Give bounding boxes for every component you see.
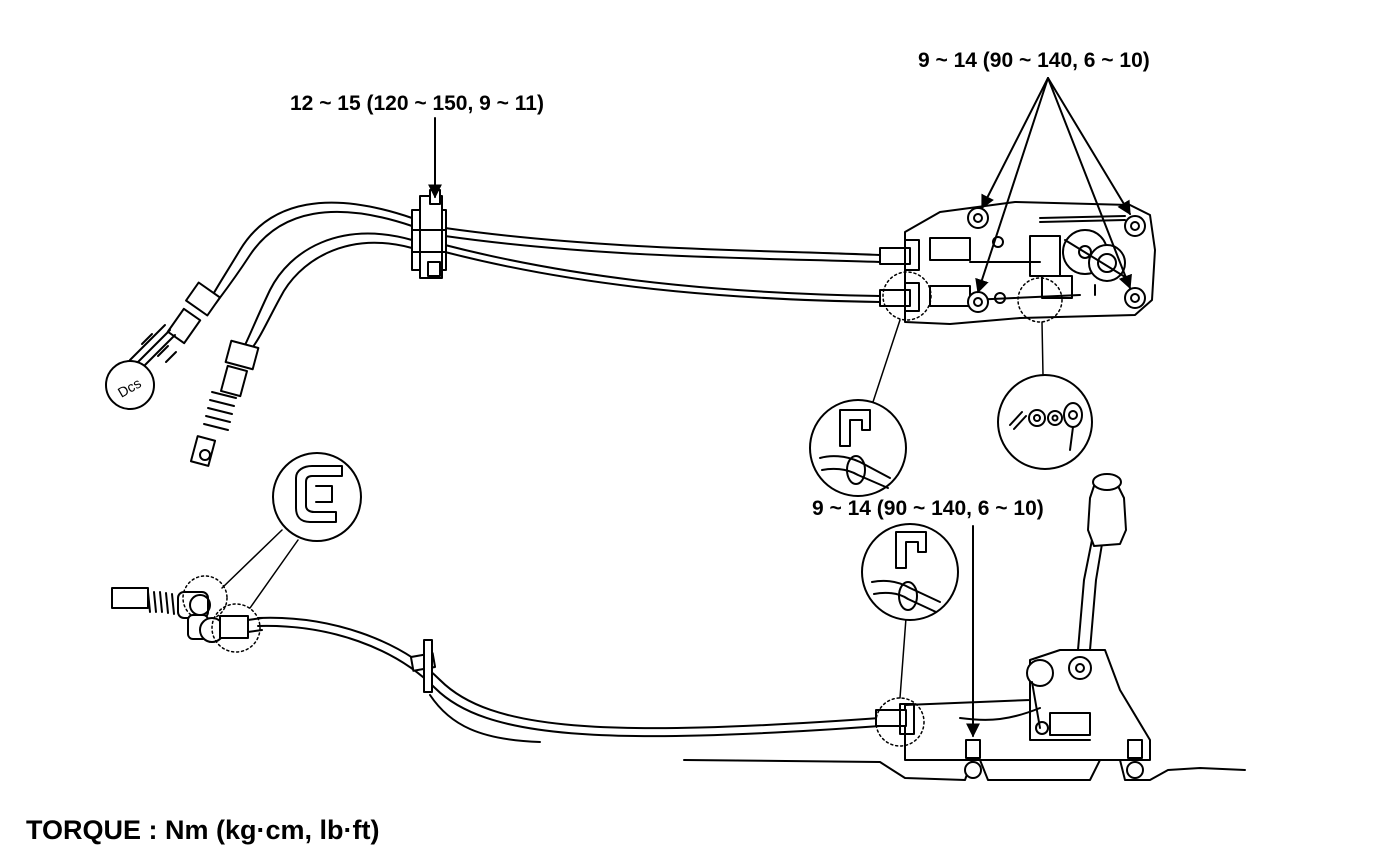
upper-housing-bolt-2 bbox=[1124, 215, 1146, 237]
lower-cable-bracket bbox=[409, 639, 437, 693]
detail-washers-upper bbox=[997, 374, 1093, 470]
lower-cable-main-outer bbox=[257, 624, 881, 738]
lower-cable-end-a bbox=[111, 575, 228, 621]
arrows-upper-housing bbox=[975, 77, 1132, 294]
gear-shift-knob bbox=[1087, 485, 1127, 547]
lower-mounting-stud-2 bbox=[1126, 739, 1144, 779]
floor-line bbox=[683, 759, 1246, 781]
torque-label-upper-housing: 9 ~ 14 (90 ~ 140, 6 ~ 10) bbox=[918, 49, 1150, 72]
upper-cable-end-a: Dcs bbox=[105, 281, 221, 410]
torque-label-lower-housing: 9 ~ 14 (90 ~ 140, 6 ~ 10) bbox=[812, 497, 1044, 520]
lower-mounting-stud-1 bbox=[964, 739, 982, 779]
upper-shift-lever-housing bbox=[879, 201, 1156, 325]
upper-shift-cable bbox=[444, 244, 881, 297]
torque-units-legend: TORQUE : Nm (kg·cm, lb·ft) bbox=[26, 815, 380, 845]
lower-cable-tail bbox=[429, 694, 541, 743]
detail-marker-washer-upper bbox=[1017, 277, 1063, 323]
lower-cable-end-b bbox=[187, 603, 263, 653]
upper-cable-left-b bbox=[215, 210, 413, 304]
detail-clip-lower-left bbox=[272, 452, 362, 542]
detail-clip-upper bbox=[809, 399, 907, 497]
upper-cable-end-b bbox=[189, 339, 260, 467]
upper-cable-left-d bbox=[251, 241, 413, 349]
lower-cable-main bbox=[257, 616, 881, 730]
upper-cable-left-a bbox=[209, 201, 413, 301]
upper-cable-assembly: Dcs bbox=[105, 77, 1156, 497]
upper-shift-cable-outer bbox=[444, 251, 881, 303]
upper-select-cable-outer bbox=[444, 235, 881, 263]
upper-cable-left-c bbox=[244, 232, 413, 346]
lower-cable-assembly bbox=[111, 452, 1246, 781]
upper-housing-bolt-3 bbox=[1124, 287, 1146, 309]
upper-housing-bolt-4 bbox=[967, 291, 989, 313]
upper-housing-bolt-1 bbox=[967, 207, 989, 229]
upper-select-cable bbox=[444, 227, 881, 256]
detail-clip-lower-right bbox=[861, 523, 959, 621]
torque-label-cable-bracket: 12 ~ 15 (120 ~ 150, 9 ~ 11) bbox=[290, 92, 544, 115]
detail-marker-clip-upper bbox=[882, 271, 932, 321]
cable-mounting-bracket bbox=[411, 189, 447, 279]
